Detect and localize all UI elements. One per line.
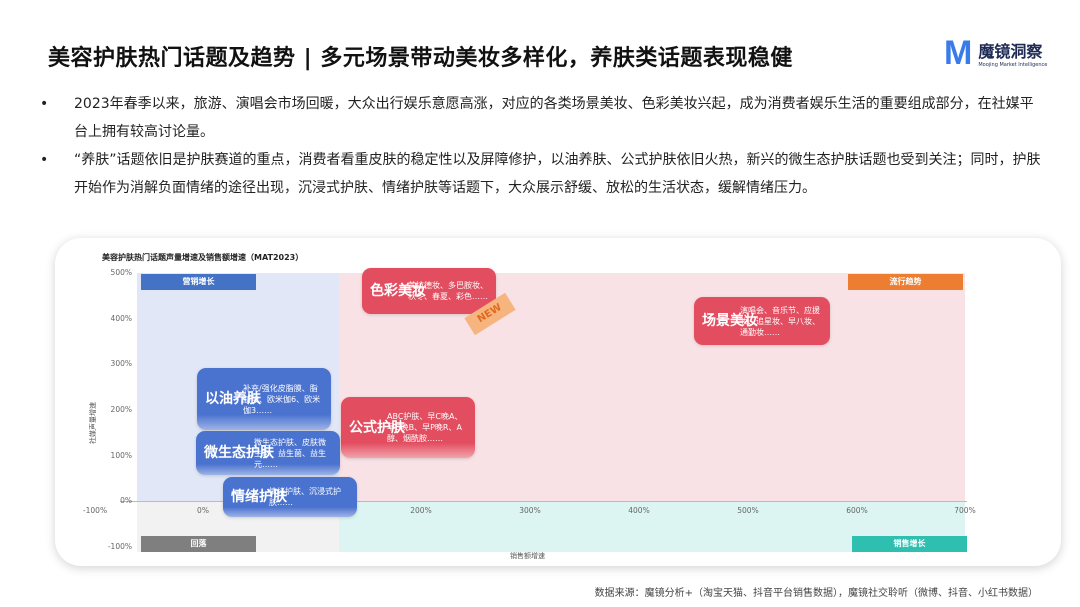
y-tick: 200% (110, 405, 132, 414)
quadrant-label-sales-growth: 销售增长 (852, 536, 967, 552)
logo-m-icon: M (944, 34, 973, 72)
topic-name: 公式护肤 (349, 419, 405, 436)
x-tick: 600% (846, 506, 868, 515)
quadrant-label-marketing-growth: 营销增长 (141, 274, 256, 290)
topic-desc: 演唱会、音乐节、应援妆、追星妆、早八妆、通勤妆…… (740, 305, 820, 337)
topic-emotional-skincare: 情绪护肤 情绪护肤、沉浸式护肤…… (223, 477, 357, 517)
data-source: 数据来源：魔镜分析+（淘宝天猫、抖音平台销售数据），魔镜社交聆听（微博、抖音、小… (594, 588, 1038, 599)
logo-name: 魔镜洞察 (978, 42, 1043, 61)
topic-formula-skincare: 公式护肤 ABC护肤、早C晚A、早C晚B、早P晚R、A醇、烟酰胺…… (341, 397, 475, 458)
x-tick: 700% (954, 506, 976, 515)
x-axis-label: 销售额增速 (510, 552, 545, 560)
bullet-item: 2023年春季以来，旅游、演唱会市场回暖，大众出行娱乐意愿高涨，对应的各类场景美… (34, 90, 1044, 146)
quadrant-label-trend: 流行趋势 (848, 274, 963, 290)
topic-name: 情绪护肤 (231, 489, 287, 505)
x-tick: 300% (519, 506, 541, 515)
quadrant-label-decline: 回落 (141, 536, 256, 552)
topic-color-makeup: 色彩美妆 美拉德妆、多巴胺妆、秋冬、春夏、彩色…… (362, 268, 496, 314)
bullet-item: “养肤”话题依旧是护肤赛道的重点，消费者看重皮肤的稳定性以及屏障修护，以油养肤、… (34, 146, 1044, 202)
topic-name: 以油养肤 (205, 391, 261, 407)
topic-name: 场景美妆 (702, 313, 758, 329)
y-tick: 500% (110, 268, 132, 277)
y-axis-label: 社媒声量增速 (89, 402, 97, 444)
topic-desc: 美拉德妆、多巴胺妆、秋冬、春夏、彩色…… (408, 281, 488, 301)
y-tick: 300% (110, 359, 132, 368)
topic-scene-makeup: 场景美妆 演唱会、音乐节、应援妆、追星妆、早八妆、通勤妆…… (694, 297, 830, 345)
y-tick: 0% (120, 496, 132, 505)
x-axis-line (120, 501, 967, 502)
topic-desc: 补充/强化皮脂膜、脂肪酸、欧米伽6、欧米伽3…… (243, 383, 321, 415)
logo-tagline: Moojing Market Intelligence (978, 62, 1048, 68)
x-tick: -100% (82, 506, 108, 515)
topic-oil-skincare: 以油养肤 补充/强化皮脂膜、脂肪酸、欧米伽6、欧米伽3…… (197, 368, 331, 430)
page-title: 美容护肤热门话题及趋势 | 多元场景带动美妆多样化，养肤类话题表现稳健 (48, 46, 793, 71)
chart-title: 美容护肤热门话题声量增速及销售额增速（MAT2023） (102, 253, 304, 262)
x-tick: 500% (737, 506, 759, 515)
x-tick: 200% (410, 506, 432, 515)
topic-desc: 微生态护肤、皮肤微生态、益生菌、益生元…… (254, 437, 326, 469)
topic-desc: ABC护肤、早C晚A、早C晚B、早P晚R、A醇、烟酰胺…… (387, 412, 463, 443)
topic-name: 色彩美妆 (370, 283, 426, 299)
bullet-list: 2023年春季以来，旅游、演唱会市场回暖，大众出行娱乐意愿高涨，对应的各类场景美… (34, 90, 1044, 202)
y-tick: -100% (107, 542, 132, 551)
x-tick: 400% (628, 506, 650, 515)
y-tick: 100% (110, 451, 132, 460)
y-tick: 400% (110, 314, 132, 323)
topic-desc: 情绪护肤、沉浸式护肤…… (269, 487, 341, 507)
x-tick: 0% (197, 506, 209, 515)
topic-microbiome-skincare: 微生态护肤 微生态护肤、皮肤微生态、益生菌、益生元…… (196, 431, 340, 475)
topic-name: 微生态护肤 (204, 445, 274, 461)
